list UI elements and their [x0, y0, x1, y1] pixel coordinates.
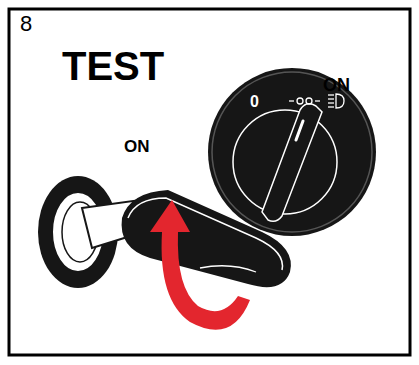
switch-off-mark: 0: [250, 94, 259, 110]
key-position-label: ON: [124, 138, 150, 155]
step-title: TEST: [62, 46, 164, 86]
step-number: 8: [20, 13, 32, 35]
switch-position-label: ON: [323, 76, 350, 94]
rotation-arrow: [150, 200, 250, 330]
light-switch: [208, 68, 376, 236]
frame: [9, 9, 410, 355]
